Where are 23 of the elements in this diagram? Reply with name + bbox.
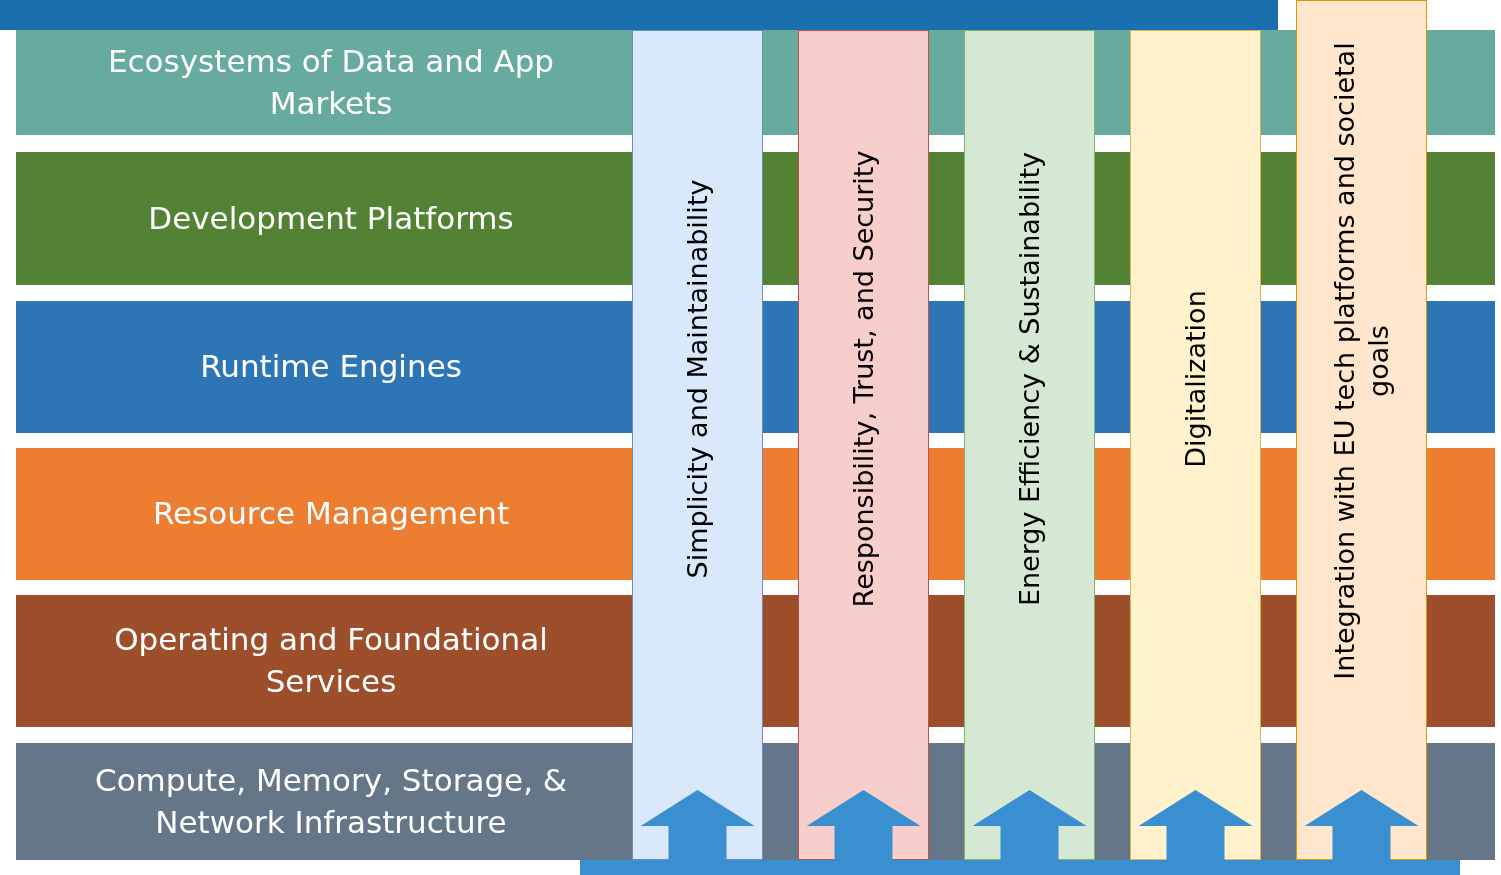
- up-arrow: [1138, 790, 1253, 860]
- pillar-column: [798, 30, 929, 860]
- up-arrow: [1304, 790, 1419, 860]
- up-arrow: [640, 790, 755, 860]
- base-bar: [580, 860, 1460, 875]
- layer-label: Development Platforms: [148, 198, 514, 238]
- pillar-label: Integration with EU tech platforms and societal goals: [1328, 42, 1394, 680]
- layer-label: Resource Management: [152, 494, 510, 534]
- up-arrow: [972, 790, 1087, 860]
- pillar-column: [1296, 0, 1427, 860]
- layer-label: Runtime Engines: [200, 347, 462, 387]
- pillar-label: Energy Efficiency & Sustainability: [1013, 151, 1045, 606]
- pillar-column: [632, 30, 763, 860]
- layer-label: Operating and Foundational Services: [113, 620, 549, 701]
- up-arrow: [806, 790, 921, 860]
- pillar-label: Responsibility, Trust, and Security: [847, 150, 879, 608]
- layer-label: Compute, Memory, Storage, & Network Infrastructure: [94, 760, 568, 842]
- pillar-column: [964, 30, 1095, 860]
- layer-label: Ecosystems of Data and App Markets: [107, 41, 555, 123]
- pillar-column: [1130, 30, 1261, 860]
- layer-band: [16, 743, 630, 860]
- pillar-label: Simplicity and Maintainability: [681, 179, 713, 579]
- pillar-label: Digitalization: [1179, 290, 1211, 468]
